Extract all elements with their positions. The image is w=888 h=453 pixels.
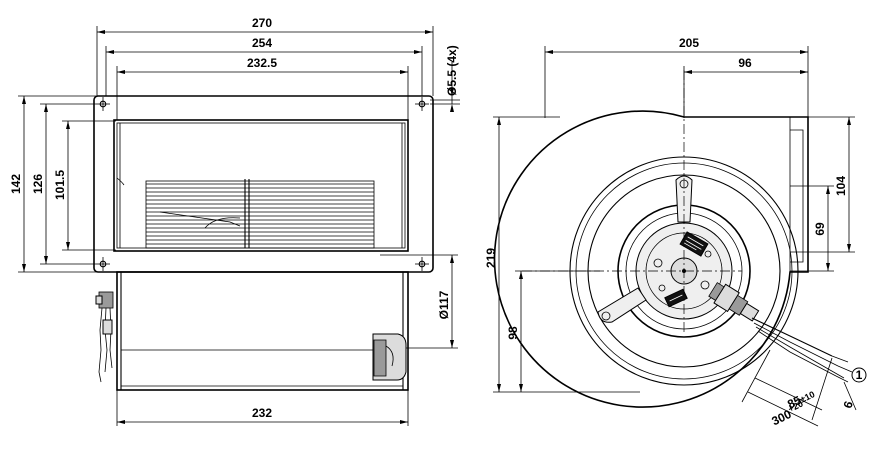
side-view: 205 96 104 69 219 98 [484, 36, 867, 428]
dim-front-opening-width: 232.5 [247, 56, 277, 70]
outlet-opening [113, 119, 409, 252]
callout-number: 1 [856, 368, 863, 382]
dim-front-hole-vertical-spacing: 126 [31, 174, 45, 194]
impeller-blades [145, 179, 375, 249]
label-plate-bottom [664, 288, 688, 308]
front-view: 270 254 232.5 Ø5.5 (4x) 142 12 [9, 16, 460, 426]
dim-front-hole-spacing: 254 [252, 36, 272, 50]
housing-body [116, 271, 409, 391]
dim-front-inlet-diameter: Ø117 [437, 290, 451, 319]
callout-circle [851, 367, 867, 383]
mounting-holes [96, 97, 429, 271]
cable-gland-side [708, 282, 760, 322]
dim-side-outlet-offset: 69 [813, 222, 827, 236]
dim-side-overall-height: 219 [484, 248, 498, 268]
dim-side-overall-width: 205 [679, 36, 699, 50]
dim-front-opening-height: 101.5 [53, 170, 67, 200]
label-plate-top [679, 231, 709, 257]
cable-gland-front [95, 291, 114, 383]
dim-front-overall-height: 142 [9, 174, 23, 194]
dim-front-overall-width: 270 [252, 16, 272, 30]
motor-arm-left [597, 287, 647, 323]
dim-front-hole-diameter: Ø5.5 (4x) [445, 45, 459, 96]
motor-hub-side [372, 333, 407, 381]
dim-cable-end: 6 [841, 399, 856, 410]
dim-front-housing-width: 232 [252, 406, 272, 420]
dim-side-outlet-height: 104 [834, 176, 848, 196]
dim-side-axis-offset: 96 [738, 56, 752, 70]
scroll-housing [493, 110, 809, 408]
